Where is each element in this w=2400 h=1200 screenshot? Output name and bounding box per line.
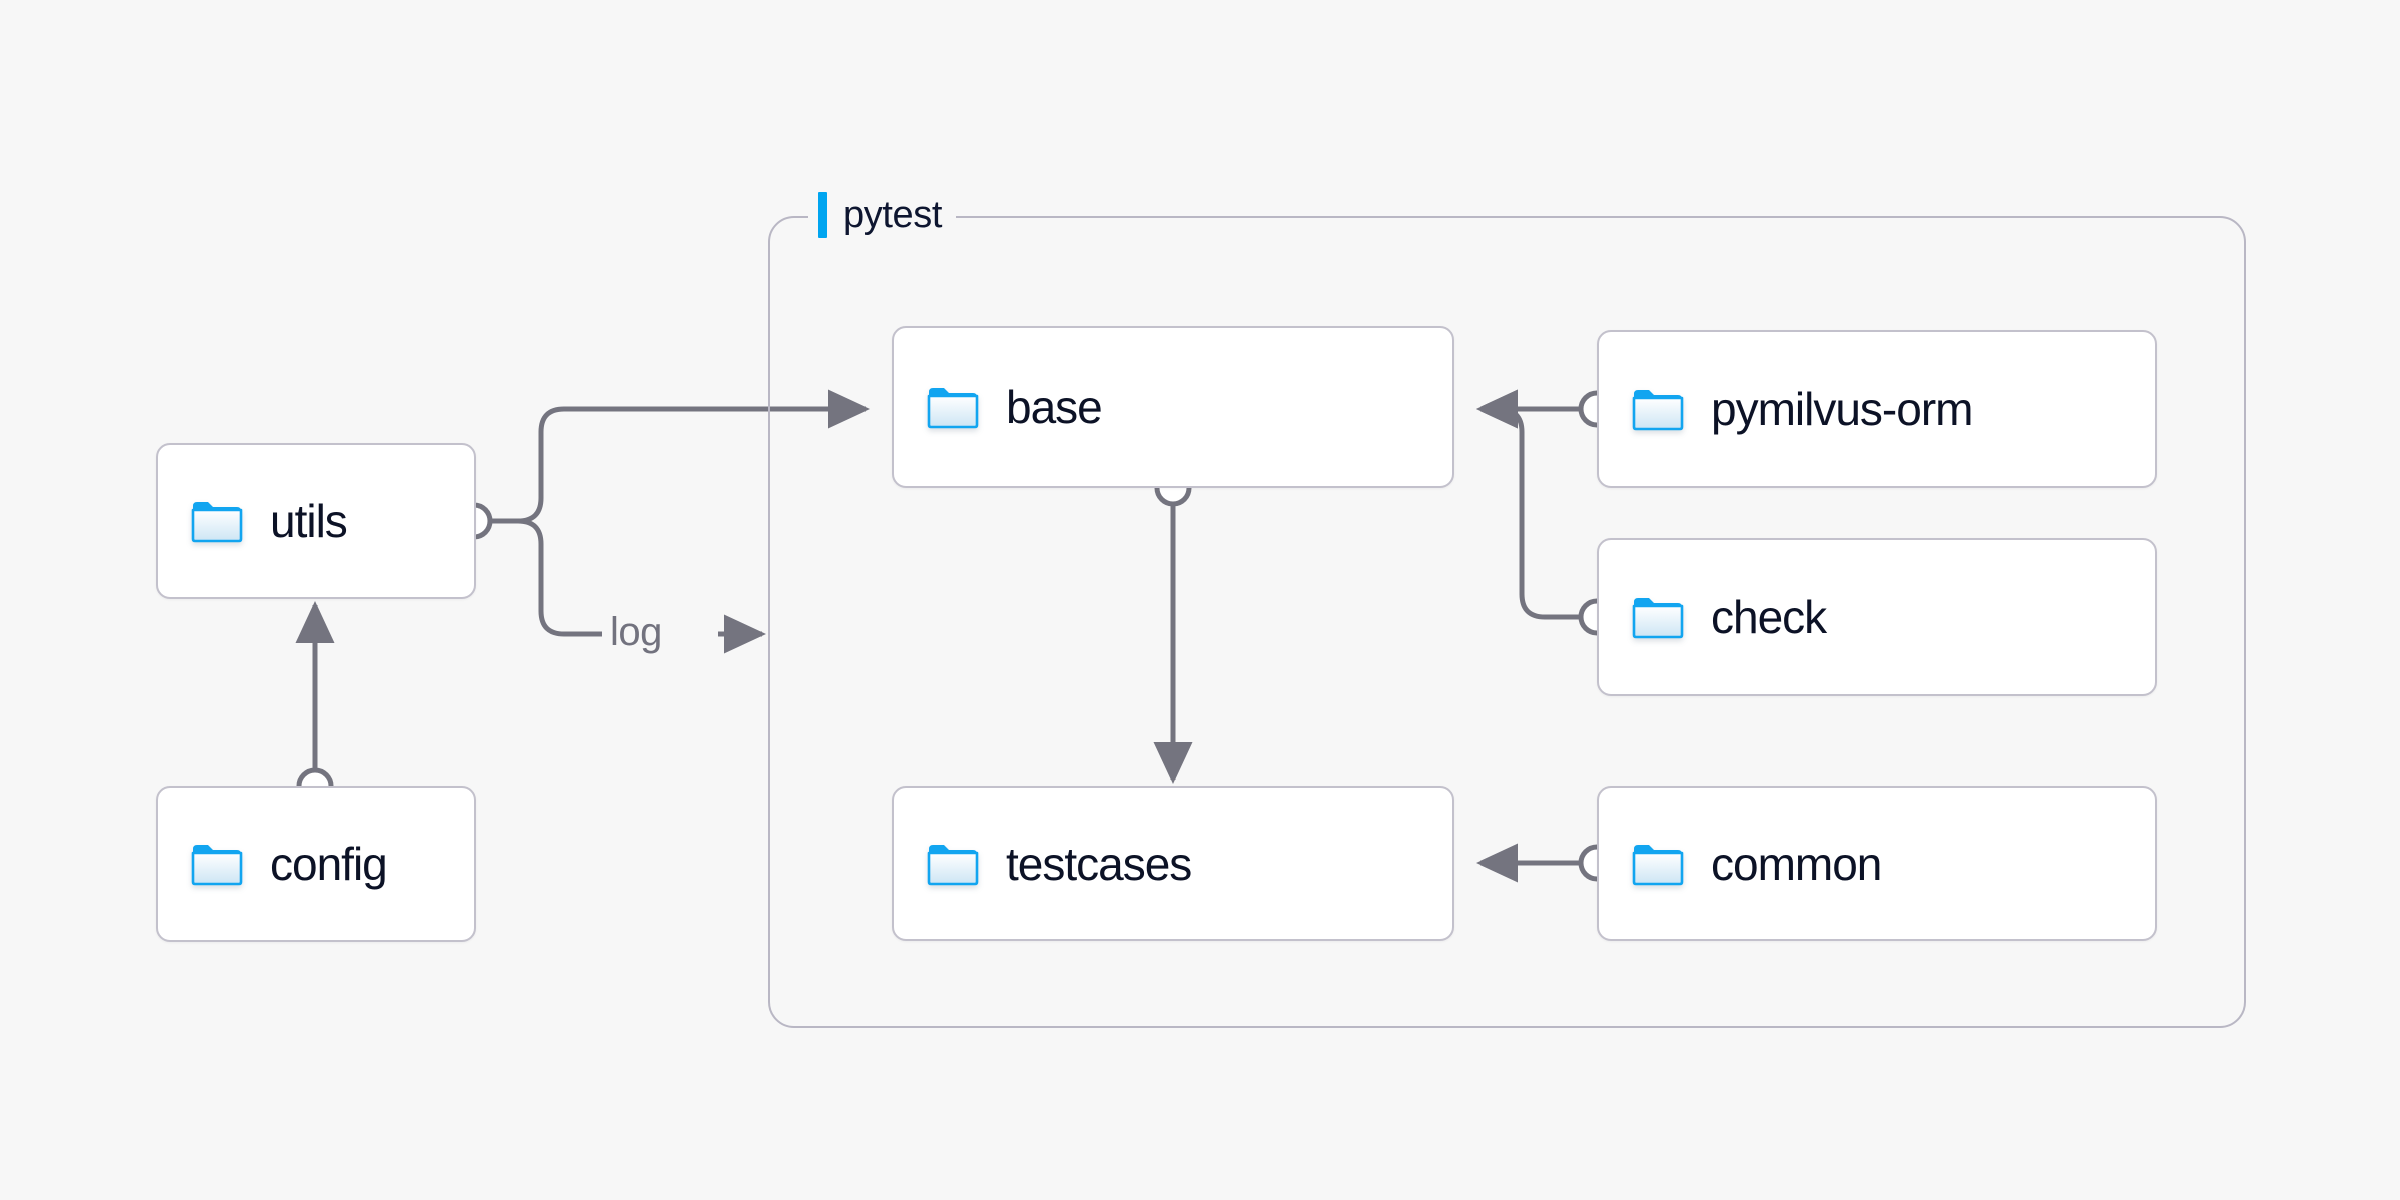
node-pymilvus-orm[interactable]: pymilvus-orm [1597,330,2157,488]
edge-config-to-utils [295,600,335,805]
folder-icon [927,844,979,885]
node-utils-label: utils [270,495,348,547]
edge-label-log: log [602,612,670,652]
folder-icon [191,845,243,886]
folder-icon [927,388,979,429]
node-base[interactable]: base [892,326,1454,488]
node-common[interactable]: common [1597,786,2157,941]
pytest-group-label-text: pytest [843,194,942,236]
node-config[interactable]: config [156,786,476,942]
node-pymilvus-orm-label: pymilvus-orm [1711,383,1973,435]
node-testcases-label: testcases [1006,837,1192,890]
pytest-group-label: pytest [808,192,956,238]
folder-icon [1632,390,1684,431]
node-check[interactable]: check [1597,538,2157,696]
node-utils[interactable]: utils [156,443,476,599]
node-check-label: check [1711,591,1827,643]
folder-icon [191,502,243,543]
folder-icon [1632,598,1684,639]
node-base-label: base [1006,381,1103,433]
node-testcases[interactable]: testcases [892,786,1454,941]
node-common-label: common [1711,837,1882,890]
accent-bar-icon [818,192,827,238]
folder-icon [1632,844,1684,885]
pytest-group-container[interactable] [768,216,2246,1028]
node-config-label: config [270,838,388,890]
